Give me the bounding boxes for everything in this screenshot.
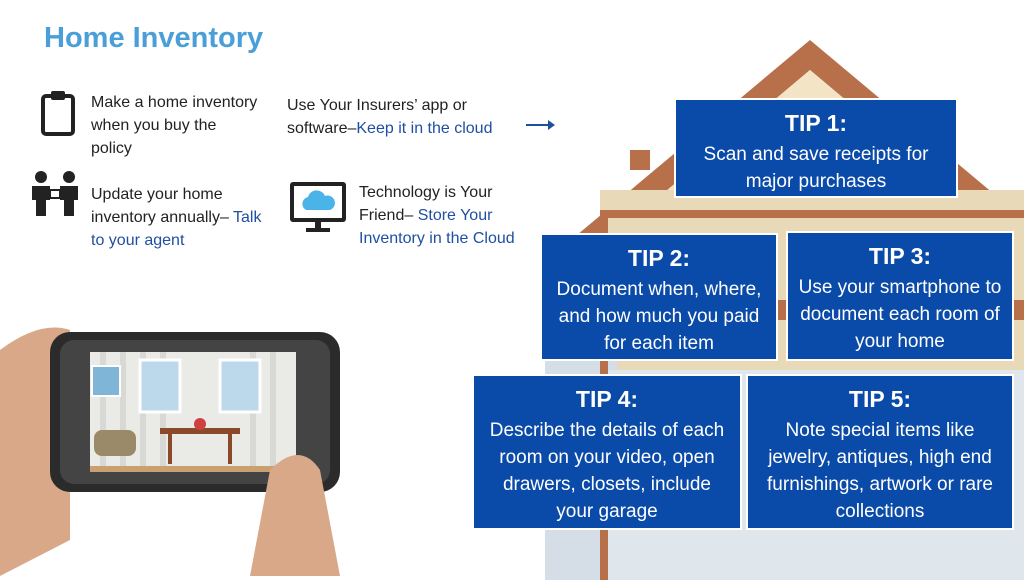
smartphone-photo	[0, 327, 340, 576]
intro-item-technology-text: Technology is Your Friend–	[359, 184, 493, 224]
tip-3-body: Use your smartphone to document each roo…	[798, 277, 1002, 352]
tip-4-body: Describe the details of each room on you…	[489, 420, 725, 522]
people-icon	[32, 171, 78, 216]
tip-4-card: TIP 4: Describe the details of each room…	[472, 374, 742, 530]
tip-2-card: TIP 2: Document when, where, and how muc…	[540, 233, 778, 361]
keep-in-cloud-link[interactable]: Keep it in the cloud	[356, 120, 493, 137]
intro-item-app-text: Use Your Insurers’ app or software–	[287, 97, 467, 137]
intro-item-inventory: Make a home inventory when you buy the p…	[91, 91, 261, 160]
tip-5-card: TIP 5: Note special items like jewelry, …	[746, 374, 1014, 530]
cloud-monitor-icon	[290, 182, 346, 232]
tip-2-heading: TIP 2:	[627, 245, 691, 271]
tip-5-body: Note special items like jewelry, antique…	[767, 420, 993, 522]
tip-2-body: Document when, where, and how much you p…	[556, 279, 762, 354]
intro-item-update-text: Update your home inventory annually–	[91, 186, 229, 226]
intro-item-technology: Technology is Your Friend– Store Your In…	[359, 181, 539, 250]
tip-5-heading: TIP 5:	[848, 386, 912, 412]
intro-item-inventory-text: Make a home inventory when you buy the p…	[91, 94, 258, 157]
store-in-cloud-link[interactable]: Store Your Inventory in the Cloud	[359, 207, 515, 247]
tip-1-body: Scan and save receipts for major purchas…	[703, 144, 929, 192]
intro-item-update: Update your home inventory annually– Tal…	[91, 183, 271, 252]
tip-3-card: TIP 3: Use your smartphone to document e…	[786, 231, 1014, 361]
page-title: Home Inventory	[44, 22, 264, 54]
tip-4-heading: TIP 4:	[575, 386, 639, 412]
tip-1-card: TIP 1: Scan and save receipts for major …	[674, 98, 958, 198]
tip-1-heading: TIP 1:	[784, 110, 848, 136]
tip-3-heading: TIP 3:	[868, 243, 932, 269]
intro-item-app: Use Your Insurers’ app or software–Keep …	[287, 94, 527, 140]
talk-to-agent-link[interactable]: Talk to your agent	[91, 209, 262, 249]
clipboard-icon	[41, 91, 75, 136]
arrow-right-icon	[526, 120, 555, 130]
